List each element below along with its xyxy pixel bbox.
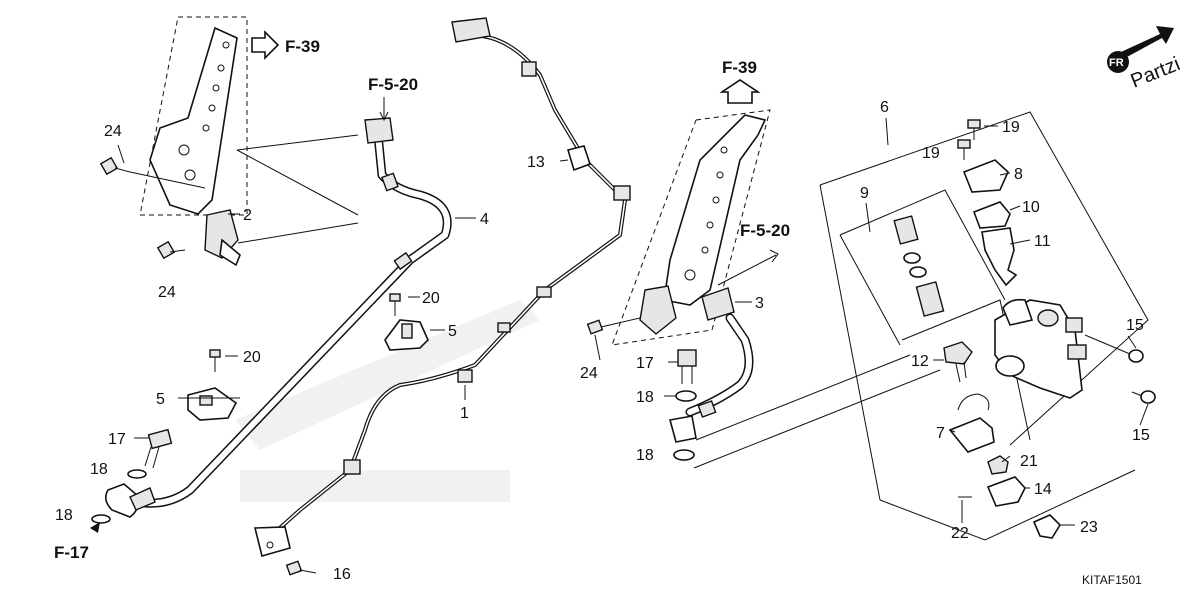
callout-7: 7: [936, 425, 945, 442]
boot-7[interactable]: [948, 417, 995, 453]
ref-f520-right[interactable]: F-5-20: [717, 221, 790, 286]
reservoir-11[interactable]: [981, 227, 1018, 287]
callout-17-center: 17: [636, 355, 654, 372]
master-cylinder-body[interactable]: [994, 298, 1087, 399]
ref-arrow-f39-left[interactable]: F-39: [251, 30, 320, 60]
nut-21[interactable]: [987, 455, 1009, 475]
speed-sensor-head: [253, 526, 291, 557]
callout-4: 4: [480, 211, 489, 228]
callout-19-upper: 19: [1002, 119, 1020, 136]
left-bracket: [149, 26, 238, 215]
washer-18-c[interactable]: [675, 390, 697, 402]
bolt-24-upper[interactable]: [99, 156, 131, 176]
ref-f520-left[interactable]: F-5-20: [368, 75, 418, 122]
ref-f17: F-17: [54, 543, 89, 562]
circlip[interactable]: [957, 393, 990, 411]
callout-18-b: 18: [55, 507, 73, 524]
center-bracket-assembly: [611, 109, 771, 346]
callout-24-upper: 24: [104, 123, 122, 140]
clip-23[interactable]: [1032, 514, 1062, 539]
washer-18-d[interactable]: [673, 449, 695, 461]
callout-17-left: 17: [108, 431, 126, 448]
callout-24-lower: 24: [158, 284, 176, 301]
bolt-24-center[interactable]: [586, 317, 641, 335]
callout-12: 12: [911, 353, 929, 370]
washer-18-b[interactable]: [91, 514, 111, 524]
fr-label: FR: [1109, 57, 1124, 69]
ref-f39-top: F-39: [285, 37, 320, 56]
washer-18-a[interactable]: [127, 469, 147, 479]
svg-text:F-5-20: F-5-20: [368, 75, 418, 94]
ref-arrow-f39-center[interactable]: F-39: [719, 58, 761, 104]
callout-20-lower: 20: [243, 349, 261, 366]
pushrod-12[interactable]: [943, 341, 973, 383]
callout-24-center: 24: [580, 365, 598, 382]
brand-watermark: Partzi: [1128, 53, 1184, 93]
speed-sensor-wire-1[interactable]: [253, 17, 631, 557]
callout-23: 23: [1080, 519, 1098, 536]
brake-hose-4[interactable]: [104, 117, 452, 518]
bolt-15-lower[interactable]: [1131, 390, 1156, 404]
sensor-connector: [451, 17, 491, 43]
bolt-20-upper[interactable]: [389, 293, 401, 316]
switch-plate-14[interactable]: [986, 476, 1026, 507]
diagram-code: KITAF1501: [1082, 573, 1142, 587]
banjo-bolt-17-center[interactable]: [677, 349, 697, 384]
watermark: [235, 300, 540, 502]
callout-2: 2: [243, 207, 252, 224]
ref-f39-mid: F-39: [722, 58, 757, 77]
callout-8: 8: [1014, 166, 1023, 183]
center-bracket: [663, 114, 767, 306]
clamp-5-left[interactable]: [187, 387, 238, 421]
callout-9: 9: [860, 185, 869, 202]
hose-3-fitting-top: [701, 287, 735, 321]
diaphragm-10[interactable]: [972, 201, 1011, 229]
bolt-20-lower[interactable]: [209, 349, 221, 372]
callout-16: 16: [333, 566, 351, 583]
callout-5-mid: 5: [448, 323, 457, 340]
f17-arrow: [90, 522, 100, 533]
callout-14: 14: [1034, 481, 1052, 498]
callout-13: 13: [527, 154, 545, 171]
callout-18-c: 18: [636, 389, 654, 406]
callout-15-lower: 15: [1132, 427, 1150, 444]
svg-text:F-5-20: F-5-20: [740, 221, 790, 240]
hose-4-fitting-top: [364, 117, 394, 144]
callout-22: 22: [951, 525, 969, 542]
callout-3: 3: [755, 295, 764, 312]
callout-20-upper: 20: [422, 290, 440, 307]
callout-18-a: 18: [90, 461, 108, 478]
callout-5-left: 5: [156, 391, 165, 408]
left-bracket-assembly: [99, 16, 248, 267]
callout-leaders: [117, 117, 1149, 526]
callout-15-upper: 15: [1126, 317, 1144, 334]
callout-1: 1: [460, 405, 469, 422]
clip-13[interactable]: [566, 145, 592, 172]
reservoir-cap-8[interactable]: [962, 159, 1009, 193]
screw-19-upper[interactable]: [967, 119, 981, 140]
banjo-bolt-17-left[interactable]: [144, 428, 173, 469]
fr-arrow-badge: FR: [1107, 26, 1174, 73]
callout-19-lower: 19: [922, 145, 940, 162]
bolt-24-lower[interactable]: [156, 240, 186, 260]
callout-18-d: 18: [636, 447, 654, 464]
brake-hose-3[interactable]: [668, 287, 754, 443]
callout-21: 21: [1020, 453, 1038, 470]
hose-3-banjo: [668, 415, 697, 443]
callout-10: 10: [1022, 199, 1040, 216]
callout-6: 6: [880, 99, 889, 116]
bolt-15-upper[interactable]: [1084, 334, 1144, 363]
clamp-5-mid[interactable]: [384, 319, 429, 351]
screw-19-lower[interactable]: [957, 139, 971, 160]
callout-numbers: 1 2 3 4 5 5 6 7 8 9 10 11 12 13 14 15 15…: [55, 99, 1150, 583]
piston-kit-9[interactable]: [893, 215, 945, 317]
callout-11: 11: [1034, 233, 1051, 250]
bolt-16[interactable]: [285, 560, 317, 576]
